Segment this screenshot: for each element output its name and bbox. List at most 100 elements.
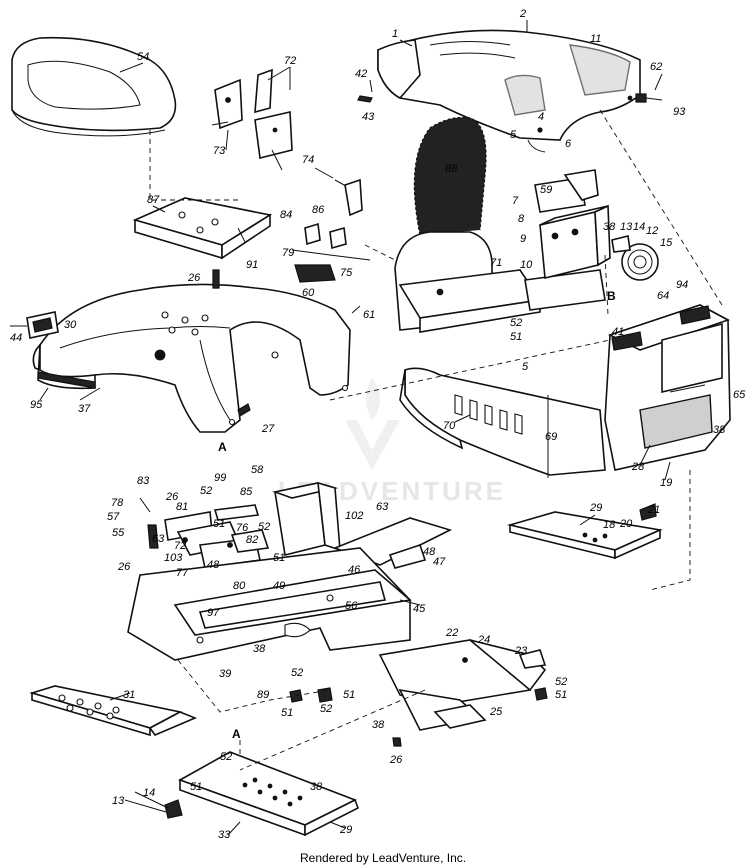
callout-78: 78 <box>111 497 124 509</box>
callout-14b: 14 <box>143 787 155 799</box>
callout-48a: 48 <box>207 559 220 571</box>
callout-95: 95 <box>30 399 43 411</box>
callout-labels: 1 2 11 42 43 62 93 4 5 6 54 72 73 88 74 … <box>10 8 746 841</box>
hood-seal-strip <box>413 116 487 236</box>
dash-line-frame <box>177 659 331 713</box>
callout-2: 2 <box>519 8 526 20</box>
hood <box>377 29 641 141</box>
callout-46: 46 <box>348 564 361 576</box>
callout-21: 21 <box>647 504 660 516</box>
callout-38e: 38 <box>310 781 323 793</box>
callout-33: 33 <box>218 829 231 841</box>
callout-57: 57 <box>107 511 120 523</box>
callout-13b: 13 <box>112 795 125 807</box>
seat-brackets <box>211 68 293 159</box>
callout-93: 93 <box>673 106 686 118</box>
callout-37: 37 <box>78 403 91 415</box>
callout-leaders <box>39 20 671 836</box>
callout-9: 9 <box>520 233 526 245</box>
callout-38c: 38 <box>253 643 266 655</box>
callout-91: 91 <box>246 259 258 271</box>
callout-4: 4 <box>538 111 544 123</box>
callout-1: 1 <box>392 28 398 40</box>
callout-61: 61 <box>363 309 375 321</box>
fender-trim <box>37 371 96 389</box>
callout-7: 7 <box>512 195 519 207</box>
callout-5a: 5 <box>510 129 517 141</box>
callout-22: 22 <box>445 627 458 639</box>
air-cleaner <box>611 235 659 281</box>
callout-42: 42 <box>355 68 367 80</box>
callout-97: 97 <box>207 607 220 619</box>
bolt-13-14 <box>164 799 183 819</box>
callout-52g: 52 <box>220 751 232 763</box>
callout-15: 15 <box>660 237 673 249</box>
callout-56: 56 <box>345 600 358 612</box>
callout-19: 19 <box>660 477 672 489</box>
callout-55: 55 <box>112 527 125 539</box>
callout-52f: 52 <box>320 703 332 715</box>
callout-88: 88 <box>445 163 458 175</box>
callout-6: 6 <box>565 138 572 150</box>
callout-54: 54 <box>137 51 149 63</box>
callout-103: 103 <box>164 552 183 564</box>
right-footrest <box>506 503 663 560</box>
callout-47: 47 <box>433 556 446 568</box>
callout-77: 77 <box>176 567 189 579</box>
callout-51b: 51 <box>213 518 225 530</box>
callout-65: 65 <box>733 389 746 401</box>
main-frame <box>127 547 547 706</box>
callout-23: 23 <box>514 645 528 657</box>
callout-52d: 52 <box>555 676 567 688</box>
callout-52a: 52 <box>510 317 522 329</box>
hour-meter <box>10 311 59 339</box>
front-grille <box>604 304 731 471</box>
callout-60: 60 <box>302 287 315 299</box>
callout-76: 76 <box>236 522 249 534</box>
callout-89: 89 <box>257 689 269 701</box>
callout-8: 8 <box>518 213 525 225</box>
callout-31: 31 <box>123 689 135 701</box>
callout-69: 69 <box>545 431 557 443</box>
label-A: A <box>218 440 227 454</box>
callout-27: 27 <box>261 423 275 435</box>
callout-24: 24 <box>477 634 490 646</box>
callout-81: 81 <box>176 501 188 513</box>
callout-26d: 26 <box>389 754 403 766</box>
callout-51f: 51 <box>343 689 355 701</box>
assembly-lines <box>149 109 723 771</box>
watermark-logo <box>345 378 400 470</box>
callout-80: 80 <box>233 580 246 592</box>
callout-84: 84 <box>280 209 292 221</box>
bottom-footrest-plate <box>178 751 360 837</box>
regulator-box <box>534 169 599 213</box>
callout-20: 20 <box>619 518 633 530</box>
callout-30: 30 <box>64 319 77 331</box>
callout-26a: 26 <box>187 272 201 284</box>
callout-51g: 51 <box>190 781 202 793</box>
callout-10: 10 <box>520 259 533 271</box>
callout-75a: 75 <box>340 267 353 279</box>
callout-43: 43 <box>362 111 375 123</box>
callout-49: 49 <box>273 580 285 592</box>
callout-52c: 52 <box>258 521 270 533</box>
callout-48b: 48 <box>423 546 436 558</box>
callout-62: 62 <box>650 61 662 73</box>
callout-72b: 72 <box>174 540 186 552</box>
callout-29b: 29 <box>339 824 352 836</box>
dash-line-61 <box>329 339 611 401</box>
callout-26c: 26 <box>117 561 131 573</box>
lower-frame-parts <box>289 687 548 747</box>
callout-11: 11 <box>590 33 601 45</box>
callout-38b: 38 <box>713 424 726 436</box>
callout-5b: 5 <box>522 361 529 373</box>
side-skirt <box>399 367 606 476</box>
callout-29a: 29 <box>589 502 602 514</box>
callout-72a: 72 <box>284 55 296 67</box>
callout-63a: 63 <box>376 501 389 513</box>
footer-credit: Rendered by LeadVenture, Inc. <box>300 851 466 865</box>
callout-58: 58 <box>251 464 264 476</box>
callout-13a: 13 <box>620 221 633 233</box>
battery <box>539 204 611 279</box>
